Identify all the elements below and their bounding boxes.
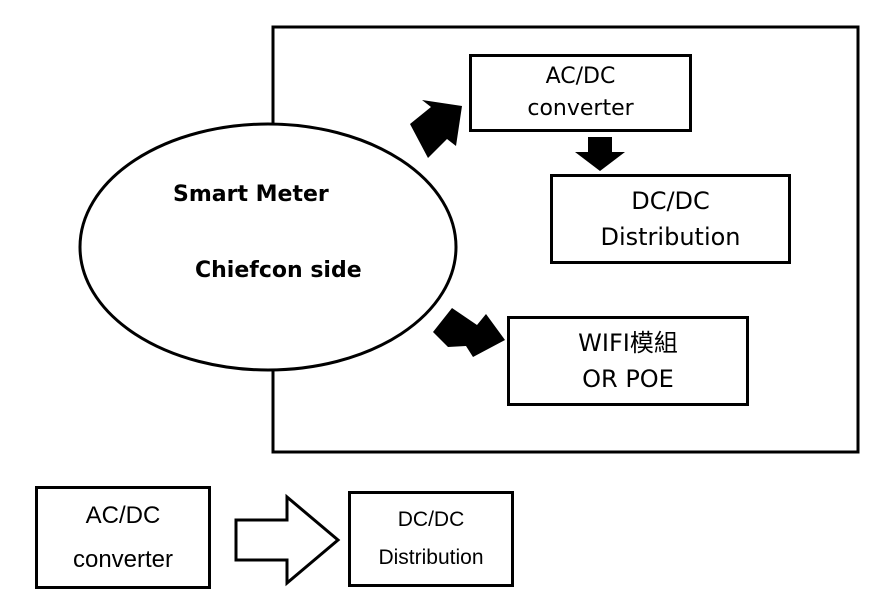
chiefcon-side-label: Chiefcon side [195, 258, 362, 283]
bottom-dcdc-line2: Distribution [378, 546, 484, 569]
dcdc-distribution-box: DC/DC Distribution [550, 174, 791, 264]
smart-meter-label: Smart Meter [173, 182, 329, 207]
smart-meter-ellipse [78, 122, 458, 372]
wifi-line1: WIFI模組 [578, 329, 678, 357]
wifi-line2: OR POE [582, 365, 674, 393]
wifi-module-box: WIFI模組 OR POE [507, 316, 749, 406]
bottom-acdc-line2: converter [72, 545, 174, 573]
arrow-to-acdc-icon [410, 100, 462, 158]
bottom-acdc-converter-box: AC/DC converter [35, 486, 211, 589]
bottom-dcdc-distribution-box: DC/DC Distribution [348, 491, 514, 587]
arrow-down-icon [575, 137, 625, 171]
acdc-converter-box: AC/DC converter [469, 54, 692, 132]
dcdc-line2: Distribution [600, 223, 741, 251]
bottom-acdc-line1: AC/DC [85, 501, 161, 529]
bottom-dcdc-line1: DC/DC [397, 508, 465, 531]
acdc-line1: AC/DC [545, 64, 616, 89]
arrow-to-wifi-icon [433, 308, 505, 357]
acdc-line2: converter [527, 96, 634, 121]
hollow-arrow-icon [234, 493, 341, 587]
dcdc-line1: DC/DC [631, 187, 710, 215]
